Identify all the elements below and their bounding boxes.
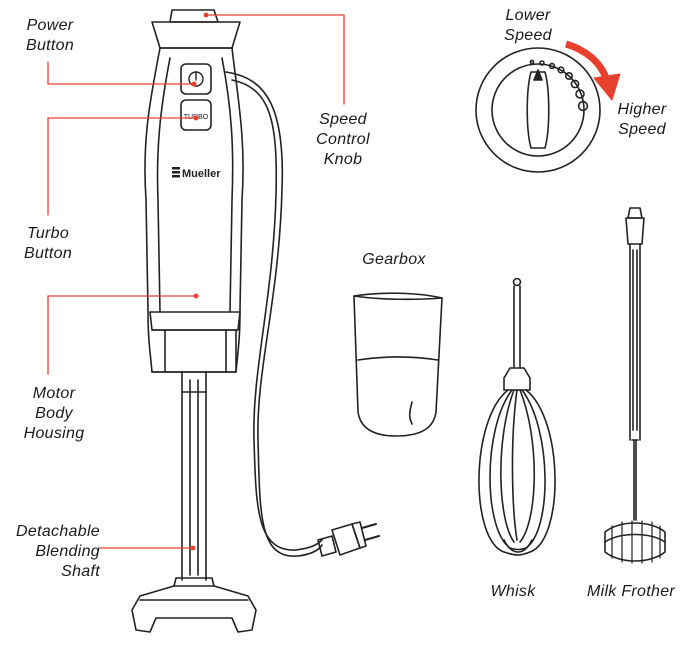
- turbo-button: TURBO: [180, 99, 212, 131]
- blending-shaft: [131, 371, 257, 633]
- label-power-line2: Button: [25, 37, 75, 54]
- gearbox: [353, 292, 443, 437]
- label-speed-knob: Speed Control Knob: [302, 110, 384, 170]
- label-knob-line2: Control: [316, 131, 370, 148]
- brand-text: Mueller: [182, 168, 221, 180]
- label-lower-line1: Lower: [505, 7, 551, 24]
- label-motor-line1: Motor: [32, 385, 76, 402]
- callout-power: [47, 61, 193, 85]
- label-higher-speed: Higher Speed: [604, 100, 680, 140]
- label-motor-line2: Body: [35, 405, 73, 422]
- speed-direction-arrow: [564, 40, 621, 101]
- label-whisk: Whisk: [490, 583, 536, 600]
- power-cord: [225, 71, 323, 557]
- speed-control-knob: [475, 47, 601, 173]
- mueller-logo: Mueller: [172, 167, 221, 180]
- callout-lines: [47, 12, 345, 551]
- label-turbo-button: Turbo Button: [12, 224, 84, 264]
- label-shaft-line2: Blending: [35, 543, 100, 560]
- label-motor-body: Motor Body Housing: [12, 384, 96, 444]
- label-lower-line2: Speed: [504, 27, 552, 44]
- label-blending-shaft: Detachable Blending Shaft: [0, 522, 100, 582]
- label-knob-line1: Speed: [319, 111, 367, 128]
- power-plug: [317, 521, 380, 557]
- label-milk-frother: Milk Frother: [586, 583, 676, 600]
- label-power-button: Power Button: [14, 16, 86, 56]
- label-higher-line1: Higher: [617, 101, 667, 118]
- whisk: [478, 277, 556, 556]
- callout-knob: [207, 14, 345, 105]
- label-gearbox: Gearbox: [362, 251, 426, 268]
- motor-body-housing: [144, 9, 244, 373]
- label-shaft-line1: Detachable: [16, 523, 100, 540]
- power-cord-inner: [231, 79, 323, 551]
- label-turbo-line2: Button: [23, 245, 73, 262]
- label-power-line1: Power: [26, 17, 74, 34]
- label-lower-speed: Lower Speed: [488, 6, 568, 46]
- power-button: [180, 63, 212, 95]
- milk-frother: [604, 207, 666, 564]
- label-higher-line2: Speed: [618, 121, 666, 138]
- label-shaft-line3: Shaft: [61, 563, 100, 580]
- label-motor-line3: Housing: [23, 425, 85, 442]
- label-turbo-line1: Turbo: [26, 225, 70, 242]
- label-knob-line3: Knob: [323, 151, 363, 168]
